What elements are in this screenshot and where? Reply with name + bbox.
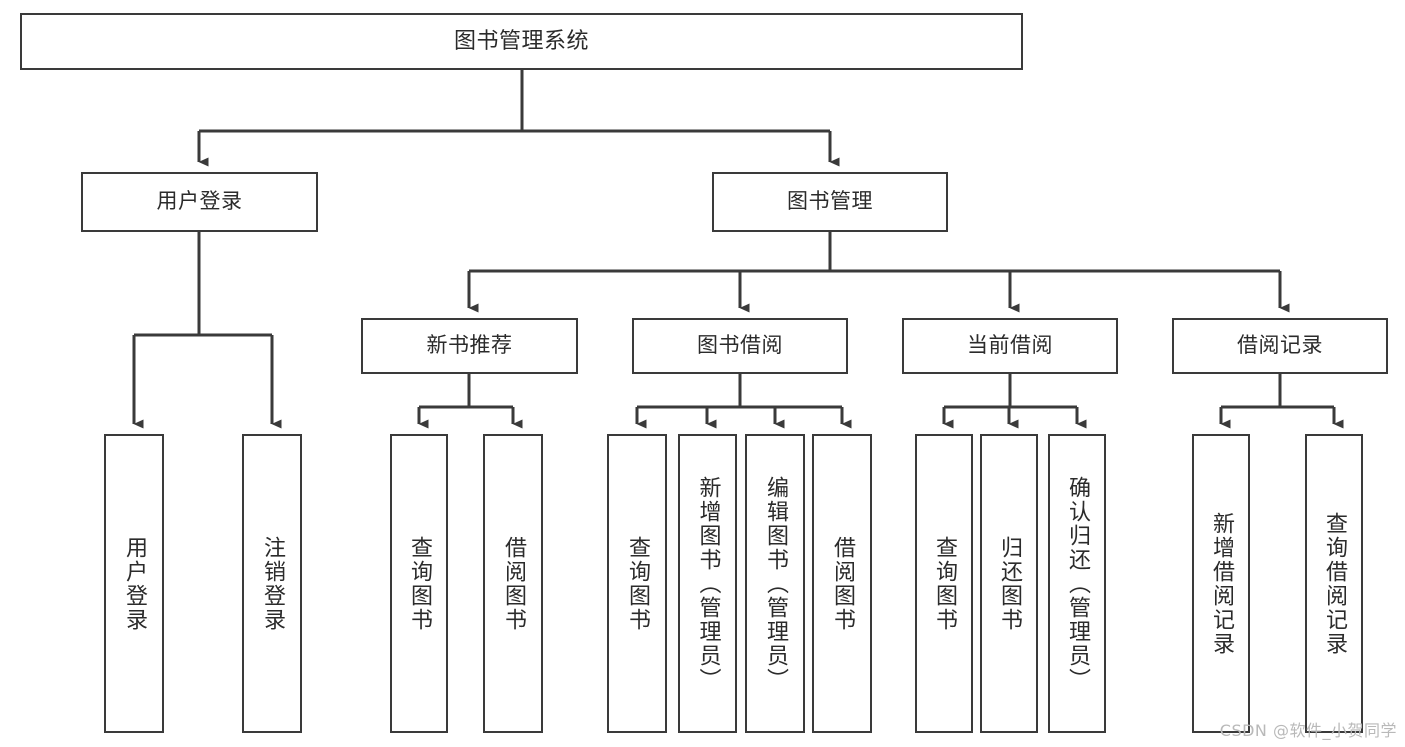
node-book-borrow-label: 图书借阅 [697, 333, 783, 358]
node-user-login-label: 用户登录 [156, 189, 243, 214]
node-user-login[interactable]: 用户登录 [81, 172, 318, 232]
node-borrow-record[interactable]: 借阅记录 [1172, 318, 1388, 374]
leaf-current-query-book[interactable]: 查询图书 [915, 434, 973, 733]
leaf-current-confirm-return[interactable]: 确认归还（管理员） [1048, 434, 1106, 733]
leaf-borrow-query-book-label: 查询图书 [625, 535, 650, 632]
leaf-record-search[interactable]: 查询借阅记录 [1305, 434, 1363, 733]
leaf-borrow-lend-book-label: 借阅图书 [830, 535, 855, 632]
leaf-borrow-edit-book[interactable]: 编辑图书（管理员） [745, 434, 805, 733]
leaf-current-return-book-label: 归还图书 [997, 535, 1022, 632]
leaf-record-add[interactable]: 新增借阅记录 [1192, 434, 1250, 733]
node-current-borrow[interactable]: 当前借阅 [902, 318, 1118, 374]
node-book-manage-label: 图书管理 [787, 189, 873, 214]
leaf-logout-label: 注销登录 [260, 535, 285, 632]
leaf-record-search-label: 查询借阅记录 [1322, 511, 1347, 656]
leaf-rec-query-book[interactable]: 查询图书 [390, 434, 448, 733]
leaf-current-return-book[interactable]: 归还图书 [980, 434, 1038, 733]
leaf-record-add-label: 新增借阅记录 [1209, 511, 1234, 656]
leaf-borrow-add-book-label: 新增图书（管理员） [695, 475, 721, 692]
node-new-book-rec[interactable]: 新书推荐 [361, 318, 578, 374]
leaf-rec-borrow-book[interactable]: 借阅图书 [483, 434, 543, 733]
leaf-user-login[interactable]: 用户登录 [104, 434, 164, 733]
node-current-borrow-label: 当前借阅 [967, 333, 1053, 358]
leaf-borrow-add-book[interactable]: 新增图书（管理员） [678, 434, 737, 733]
leaf-rec-query-book-label: 查询图书 [407, 535, 432, 632]
leaf-borrow-edit-book-label: 编辑图书（管理员） [763, 475, 788, 692]
leaf-borrow-query-book[interactable]: 查询图书 [607, 434, 667, 733]
leaf-borrow-lend-book[interactable]: 借阅图书 [812, 434, 872, 733]
node-root[interactable]: 图书管理系统 [20, 13, 1023, 70]
leaf-current-confirm-return-label: 确认归还（管理员） [1065, 475, 1090, 692]
node-new-book-rec-label: 新书推荐 [426, 333, 513, 358]
leaf-logout[interactable]: 注销登录 [242, 434, 302, 733]
leaf-rec-borrow-book-label: 借阅图书 [501, 535, 526, 632]
node-book-manage[interactable]: 图书管理 [712, 172, 948, 232]
node-book-borrow[interactable]: 图书借阅 [632, 318, 848, 374]
node-root-label: 图书管理系统 [453, 28, 589, 54]
node-borrow-record-label: 借阅记录 [1237, 333, 1323, 358]
leaf-user-login-label: 用户登录 [122, 535, 147, 632]
leaf-current-query-book-label: 查询图书 [932, 535, 957, 632]
